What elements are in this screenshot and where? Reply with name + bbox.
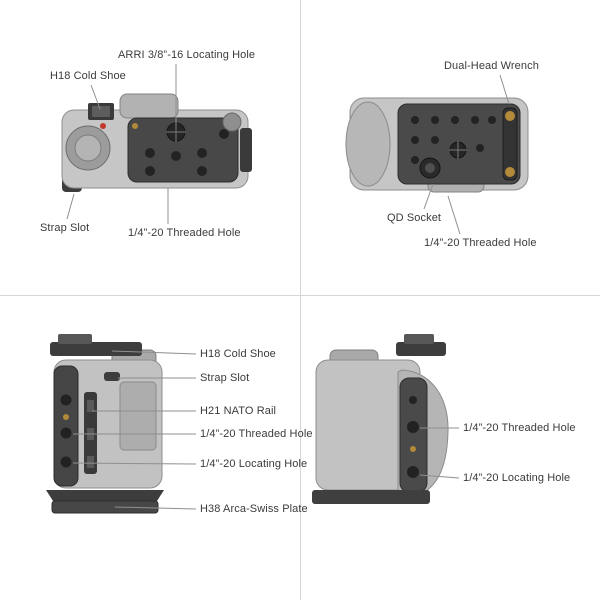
label-qd-socket: QD Socket bbox=[387, 212, 442, 224]
label-locating-hole-right-side: 1/4”-20 Locating Hole bbox=[463, 472, 571, 484]
gold-screw bbox=[63, 414, 69, 420]
camera-bottom-view-illustration bbox=[345, 97, 529, 193]
cold-shoe-plate bbox=[50, 342, 142, 356]
cold-shoe bbox=[58, 334, 92, 344]
threaded-hole bbox=[145, 148, 155, 158]
record-button bbox=[100, 123, 106, 129]
label-threaded-hole-left-side: 1/4”-20 Threaded Hole bbox=[200, 428, 313, 440]
camera-left-side-view-illustration bbox=[46, 334, 164, 514]
bottom-plate bbox=[312, 490, 430, 504]
locating-hole bbox=[60, 456, 72, 468]
label-dual-head-wrench: Dual-Head Wrench bbox=[444, 60, 539, 72]
gold-screw bbox=[132, 123, 138, 129]
label-arca-swiss-plate: H38 Arca-Swiss Plate bbox=[200, 503, 308, 515]
label-threaded-hole-bottom: 1/4”-20 Threaded Hole bbox=[424, 237, 537, 249]
camera-top-view-illustration bbox=[61, 93, 252, 192]
label-locating-hole-left-side: 1/4”-20 Locating Hole bbox=[200, 458, 308, 470]
label-arri-locating-hole: ARRI 3/8”-16 Locating Hole bbox=[118, 49, 256, 61]
label-threaded-hole-right-side: 1/4”-20 Threaded Hole bbox=[463, 422, 576, 434]
cold-shoe-plate bbox=[396, 342, 446, 356]
arca-swiss-plate bbox=[46, 490, 164, 501]
label-cold-shoe-side: H18 Cold Shoe bbox=[200, 348, 276, 360]
label-nato-rail: H21 NATO Rail bbox=[200, 405, 277, 417]
side-rail-end bbox=[240, 128, 252, 172]
evf-hump bbox=[119, 93, 179, 119]
camera-right-side-view-illustration bbox=[312, 334, 449, 504]
dual-head-wrench bbox=[502, 107, 518, 181]
strap-slot bbox=[104, 372, 120, 381]
cage-side-rail bbox=[53, 365, 79, 487]
cage-top-plate bbox=[127, 117, 239, 183]
threaded-hole bbox=[407, 421, 419, 433]
label-threaded-hole-top: 1/4”-20 Threaded Hole bbox=[128, 227, 241, 239]
locating-hole bbox=[407, 466, 419, 478]
label-cold-shoe-top: H18 Cold Shoe bbox=[50, 70, 126, 82]
screen-back bbox=[119, 381, 157, 451]
label-strap-slot-top: Strap Slot bbox=[40, 222, 90, 234]
leader-lines bbox=[66, 64, 510, 510]
threaded-hole bbox=[60, 394, 72, 406]
gold-screw bbox=[410, 446, 416, 452]
label-strap-slot-side: Strap Slot bbox=[200, 372, 250, 384]
